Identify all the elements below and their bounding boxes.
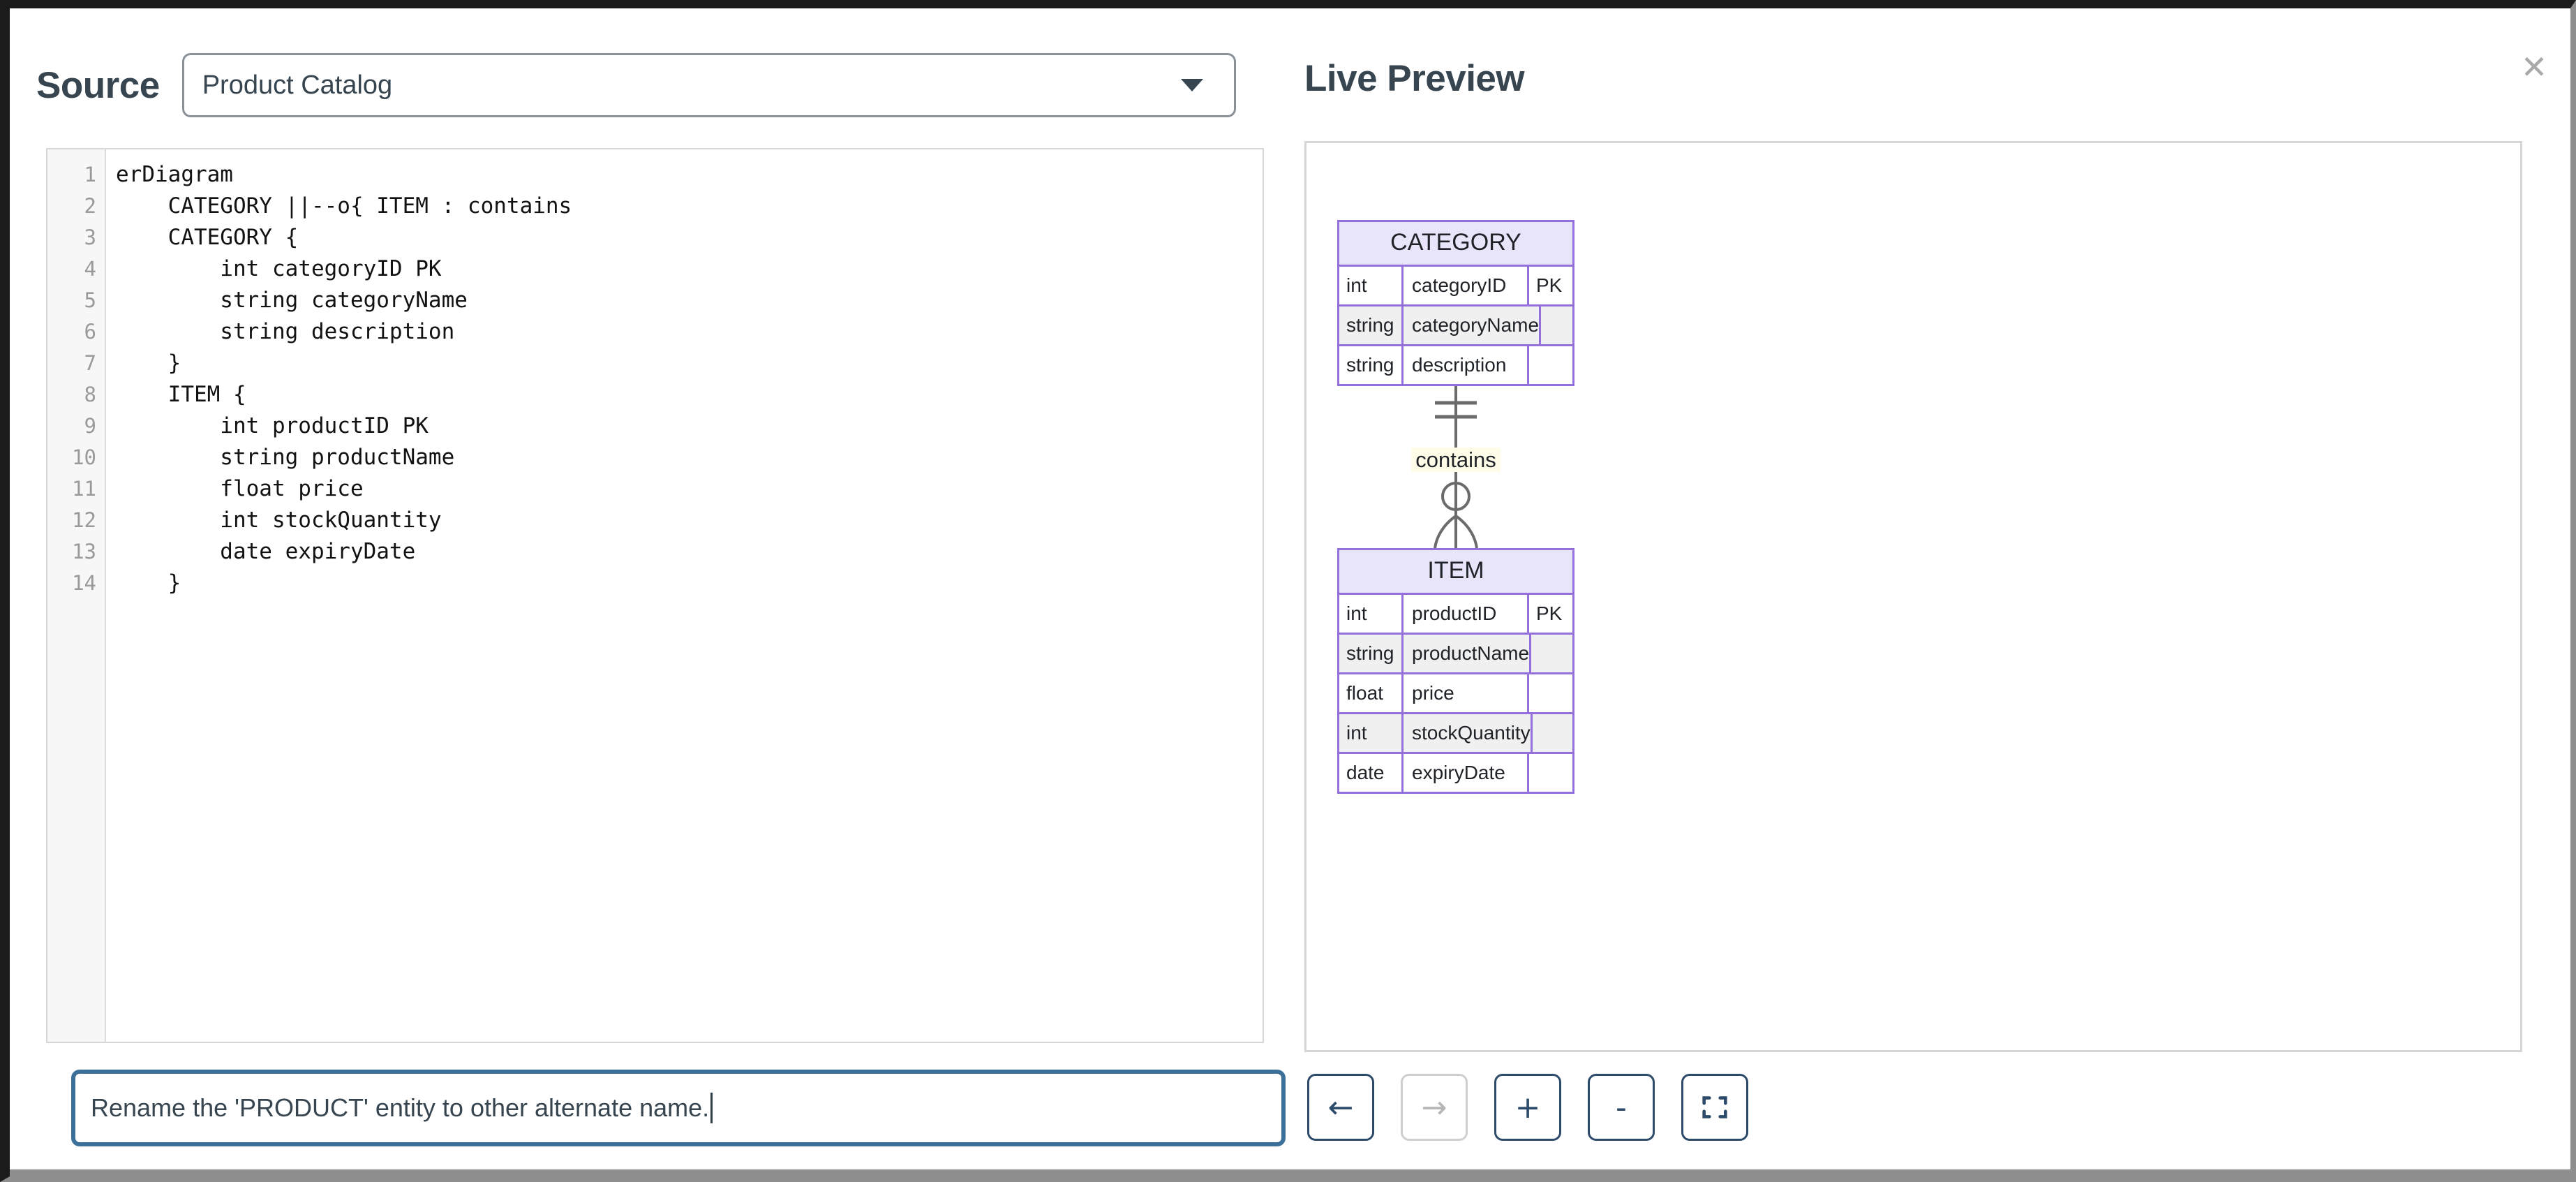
- line-number: 13: [72, 540, 96, 563]
- prompt-input-value: Rename the 'PRODUCT' entity to other alt…: [91, 1093, 710, 1122]
- er-attr-type: string: [1339, 306, 1404, 344]
- er-attr-name: productID: [1404, 595, 1529, 633]
- preview-canvas[interactable]: CATEGORY int categoryID PK string catego…: [1304, 141, 2522, 1052]
- chevron-down-icon: [1180, 79, 1203, 91]
- code-line[interactable]: int productID PK: [116, 413, 429, 438]
- er-attr-type: date: [1339, 754, 1404, 792]
- zoom-out-button[interactable]: -: [1588, 1074, 1655, 1141]
- code-line[interactable]: string description: [116, 319, 455, 344]
- er-attr-key: [1533, 714, 1576, 752]
- code-line[interactable]: erDiagram: [116, 162, 233, 187]
- preview-toolbar: ← → + -: [1307, 1074, 1748, 1141]
- line-number: 14: [72, 571, 96, 595]
- er-attr-name: categoryID: [1404, 267, 1529, 304]
- er-attr-name: expiryDate: [1404, 754, 1529, 792]
- source-header: Source Product Catalog: [36, 53, 1265, 117]
- close-icon[interactable]: ✕: [2520, 48, 2548, 86]
- code-content[interactable]: erDiagram CATEGORY ||--o{ ITEM : contain…: [106, 149, 1263, 1042]
- source-select-value: Product Catalog: [202, 70, 393, 100]
- fit-screen-button[interactable]: [1681, 1074, 1748, 1141]
- code-line[interactable]: date expiryDate: [116, 539, 416, 564]
- plus-icon: +: [1514, 1089, 1541, 1125]
- line-number: 11: [72, 477, 96, 501]
- line-number: 6: [84, 320, 96, 343]
- er-attr-key: [1531, 635, 1574, 672]
- er-attribute-row: string productName: [1339, 635, 1572, 674]
- source-diagram-select[interactable]: Product Catalog: [181, 53, 1236, 117]
- line-number: 2: [84, 194, 96, 218]
- er-entity-title: ITEM: [1339, 550, 1572, 595]
- line-number: 7: [84, 351, 96, 375]
- er-attr-key: [1541, 306, 1584, 344]
- line-number: 8: [84, 383, 96, 406]
- er-attr-key: [1529, 346, 1572, 384]
- er-attr-key: PK: [1536, 274, 1563, 296]
- er-entity-category[interactable]: CATEGORY int categoryID PK string catego…: [1337, 220, 1574, 386]
- forward-button: →: [1401, 1074, 1468, 1141]
- code-line[interactable]: CATEGORY {: [116, 225, 299, 250]
- er-attr-type: string: [1339, 635, 1404, 672]
- code-line[interactable]: string categoryName: [116, 288, 468, 313]
- er-attr-key: PK: [1536, 603, 1563, 624]
- er-relationship-label-text: contains: [1411, 448, 1501, 472]
- code-line[interactable]: int categoryID PK: [116, 256, 442, 281]
- er-attribute-row: float price: [1339, 674, 1572, 714]
- fullscreen-icon: [1702, 1096, 1727, 1118]
- minus-icon: -: [1616, 1089, 1627, 1125]
- er-attr-name: productName: [1404, 635, 1532, 672]
- er-attribute-row: date expiryDate: [1339, 754, 1572, 792]
- er-attribute-row: int productID PK: [1339, 595, 1572, 635]
- preview-title: Live Preview: [1304, 58, 1525, 99]
- code-line[interactable]: CATEGORY ||--o{ ITEM : contains: [116, 193, 572, 219]
- er-attribute-row: int categoryID PK: [1339, 267, 1572, 306]
- arrow-right-icon: →: [1421, 1089, 1447, 1125]
- er-attribute-row: string description: [1339, 346, 1572, 384]
- line-number: 5: [84, 288, 96, 312]
- er-attr-type: int: [1339, 595, 1404, 633]
- er-attribute-row: string categoryName: [1339, 306, 1572, 346]
- line-number: 3: [84, 226, 96, 249]
- er-attr-type: string: [1339, 346, 1404, 384]
- er-attr-name: categoryName: [1404, 306, 1542, 344]
- preview-pane: Live Preview CATEGORY int categoryID PK …: [1304, 21, 2533, 1141]
- er-attr-key: [1529, 674, 1572, 712]
- code-line[interactable]: }: [116, 570, 181, 596]
- window-bottom-edge: [10, 1169, 2570, 1176]
- er-diagram: CATEGORY int categoryID PK string catego…: [1337, 220, 1574, 794]
- code-line[interactable]: ITEM {: [116, 382, 246, 407]
- er-entity-title: CATEGORY: [1339, 222, 1572, 267]
- code-line[interactable]: float price: [116, 476, 364, 501]
- er-attr-type: int: [1339, 267, 1404, 304]
- prompt-input[interactable]: Rename the 'PRODUCT' entity to other alt…: [71, 1070, 1286, 1146]
- text-cursor: [710, 1093, 713, 1123]
- er-attr-type: float: [1339, 674, 1404, 712]
- code-line[interactable]: string productName: [116, 445, 455, 470]
- line-number: 12: [72, 508, 96, 532]
- arrow-left-icon: ←: [1327, 1089, 1354, 1125]
- er-attr-name: stockQuantity: [1404, 714, 1533, 752]
- source-title: Source: [36, 64, 160, 106]
- back-button[interactable]: ←: [1307, 1074, 1374, 1141]
- line-number: 4: [84, 257, 96, 281]
- er-attr-key: [1529, 754, 1572, 792]
- er-attr-name: description: [1404, 346, 1529, 384]
- line-number: 10: [72, 445, 96, 469]
- er-relationship-connector: contains: [1337, 386, 1574, 549]
- line-number: 9: [84, 414, 96, 438]
- er-relationship-label: contains: [1337, 448, 1574, 473]
- line-number: 1: [84, 163, 96, 186]
- code-line[interactable]: int stockQuantity: [116, 508, 442, 533]
- code-line[interactable]: }: [116, 350, 181, 376]
- zoom-in-button[interactable]: +: [1494, 1074, 1561, 1141]
- er-attr-name: price: [1404, 674, 1529, 712]
- er-entity-item[interactable]: ITEM int productID PK string productName…: [1337, 548, 1574, 794]
- er-attr-type: int: [1339, 714, 1404, 752]
- er-attribute-row: int stockQuantity: [1339, 714, 1572, 754]
